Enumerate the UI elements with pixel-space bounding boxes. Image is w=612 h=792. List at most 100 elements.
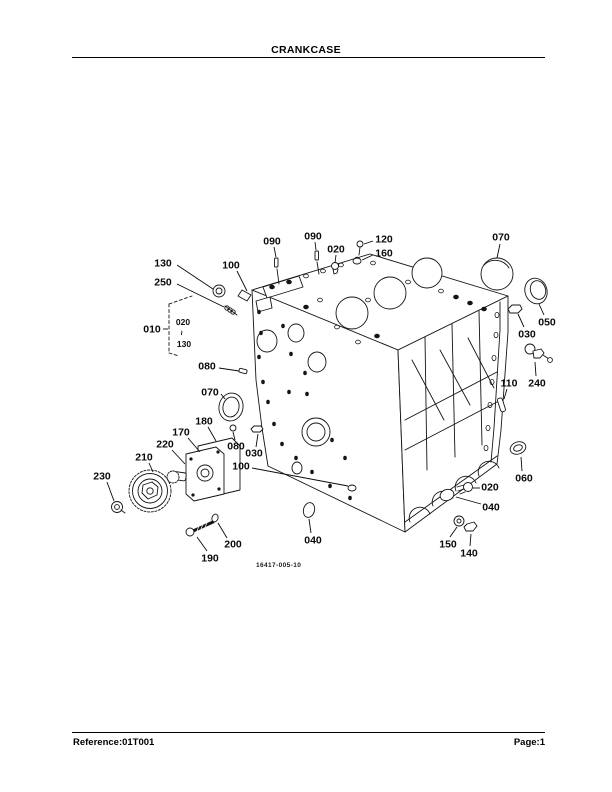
callout-label-060: 060 [515,473,533,485]
callout-label-250: 250 [154,277,172,289]
left-face-bolt-hole [305,391,309,397]
callout-leader-240 [534,361,537,377]
left-face-bolt-hole [272,421,276,427]
callout-label-030: 030 [245,448,263,460]
washer-150-inner [456,518,462,524]
pump-bolt [191,493,195,497]
bolt-190-threads [196,522,208,532]
left-face-bolt-hole [310,469,314,475]
bolt-190-shank [191,520,215,533]
plug-040-bottom [302,502,316,518]
flange-bolt-hole [491,354,497,361]
cup-plug-060 [509,441,527,455]
flange-bolt-hole [483,444,489,451]
callout-label-170: 170 [172,427,190,439]
callout-leader-040 [455,496,482,505]
small-opening [255,296,273,313]
pump-bolt [217,487,221,491]
flange-bolt-hole [493,331,499,338]
plug-040-right [439,488,455,502]
callout-label-070: 070 [492,232,510,244]
switch-240-hex [532,348,545,359]
pin-110 [497,397,506,413]
callout-leader-140 [469,533,472,547]
callout-label-150: 150 [439,539,457,551]
pump-body-170 [185,446,225,502]
range-box-text: 130 [177,339,191,349]
plug-130-inner [215,287,223,295]
stud-090 [274,257,279,268]
bearing-web-rib [478,310,483,446]
bolt-140 [463,521,478,532]
deck-bolt-hole [320,268,326,274]
bolt-120-shank [358,246,361,256]
bearing-web-rib [424,336,428,471]
left-face-bolt-hole [294,455,298,461]
callout-label-200: 200 [224,539,242,551]
callout-label-180: 180 [195,416,213,428]
callout-label-110: 110 [501,378,518,390]
callout-leader-220 [171,449,186,465]
pump-bolt [216,450,220,454]
switch-240-terminal [547,357,553,363]
cup-plug-060-inner [513,444,523,452]
footer-rule [72,732,545,734]
spacer-200 [211,513,219,523]
callout-leader-230 [106,481,115,502]
deck-bolt-hole [286,279,292,285]
left-face-bolt-hole [259,330,263,336]
deck-bolt-hole [317,297,323,303]
left-face-bolt-hole [289,351,293,357]
plug-130 [212,284,226,298]
rib-diagonal [439,349,471,406]
callout-label-090: 090 [263,236,281,248]
range-box-text: ~ [177,331,187,336]
cap-070-right [480,257,514,291]
oil-pump-boss [301,417,331,447]
figure-code: 16417-005-10 [256,562,302,569]
flange-bolt-hole [485,424,491,431]
pump-port [196,464,214,482]
callout-leader-110 [503,388,508,400]
cover-050 [524,277,548,305]
callout-label-020: 020 [327,244,345,256]
callout-label-100: 100 [232,461,250,473]
left-face-bolt-hole [281,323,285,329]
callout-leader-050 [538,303,545,316]
callout-label-080: 080 [198,361,216,373]
deck-bolt-hole [334,324,340,330]
bolt-030-bottom [250,425,264,433]
left-face-bolt-hole [330,437,334,443]
callout-label-130: 130 [154,258,172,270]
cylinder-bore-3 [411,257,443,289]
callout-label-020: 020 [481,482,499,494]
callout-leader-070 [496,243,501,259]
callout-label-040: 040 [482,502,500,514]
plug-100-bottom [347,484,357,492]
footer-reference: Reference:01T001 [73,737,155,748]
cap-070-rim [483,259,510,269]
callout-leader-080 [218,367,240,372]
callout-label-050: 050 [538,317,556,329]
callout-leader-030 [255,433,259,448]
callout-label-140: 140 [460,548,478,560]
deck-bolt-hole [355,339,361,345]
callout-leader-210 [148,462,154,473]
switch-240-body [524,343,536,355]
cylinder-bore-2 [373,276,407,310]
deck-bolt-hole [453,294,459,300]
washer-150 [453,515,465,527]
callout-leader-170 [187,437,201,453]
range-bracket-bottom [168,352,180,357]
callout-label-160: 160 [375,248,393,260]
left-face-bolt-hole [266,399,270,405]
callout-leader-190 [196,536,208,552]
callout-label-210: 210 [135,452,153,464]
stud-090 [314,250,319,261]
flange-bolt-hole [487,401,493,408]
deck-bolt-hole [438,288,444,294]
callout-leader-130 [176,264,214,290]
gear-210-bore [146,487,154,495]
callout-leader-090 [273,246,277,258]
